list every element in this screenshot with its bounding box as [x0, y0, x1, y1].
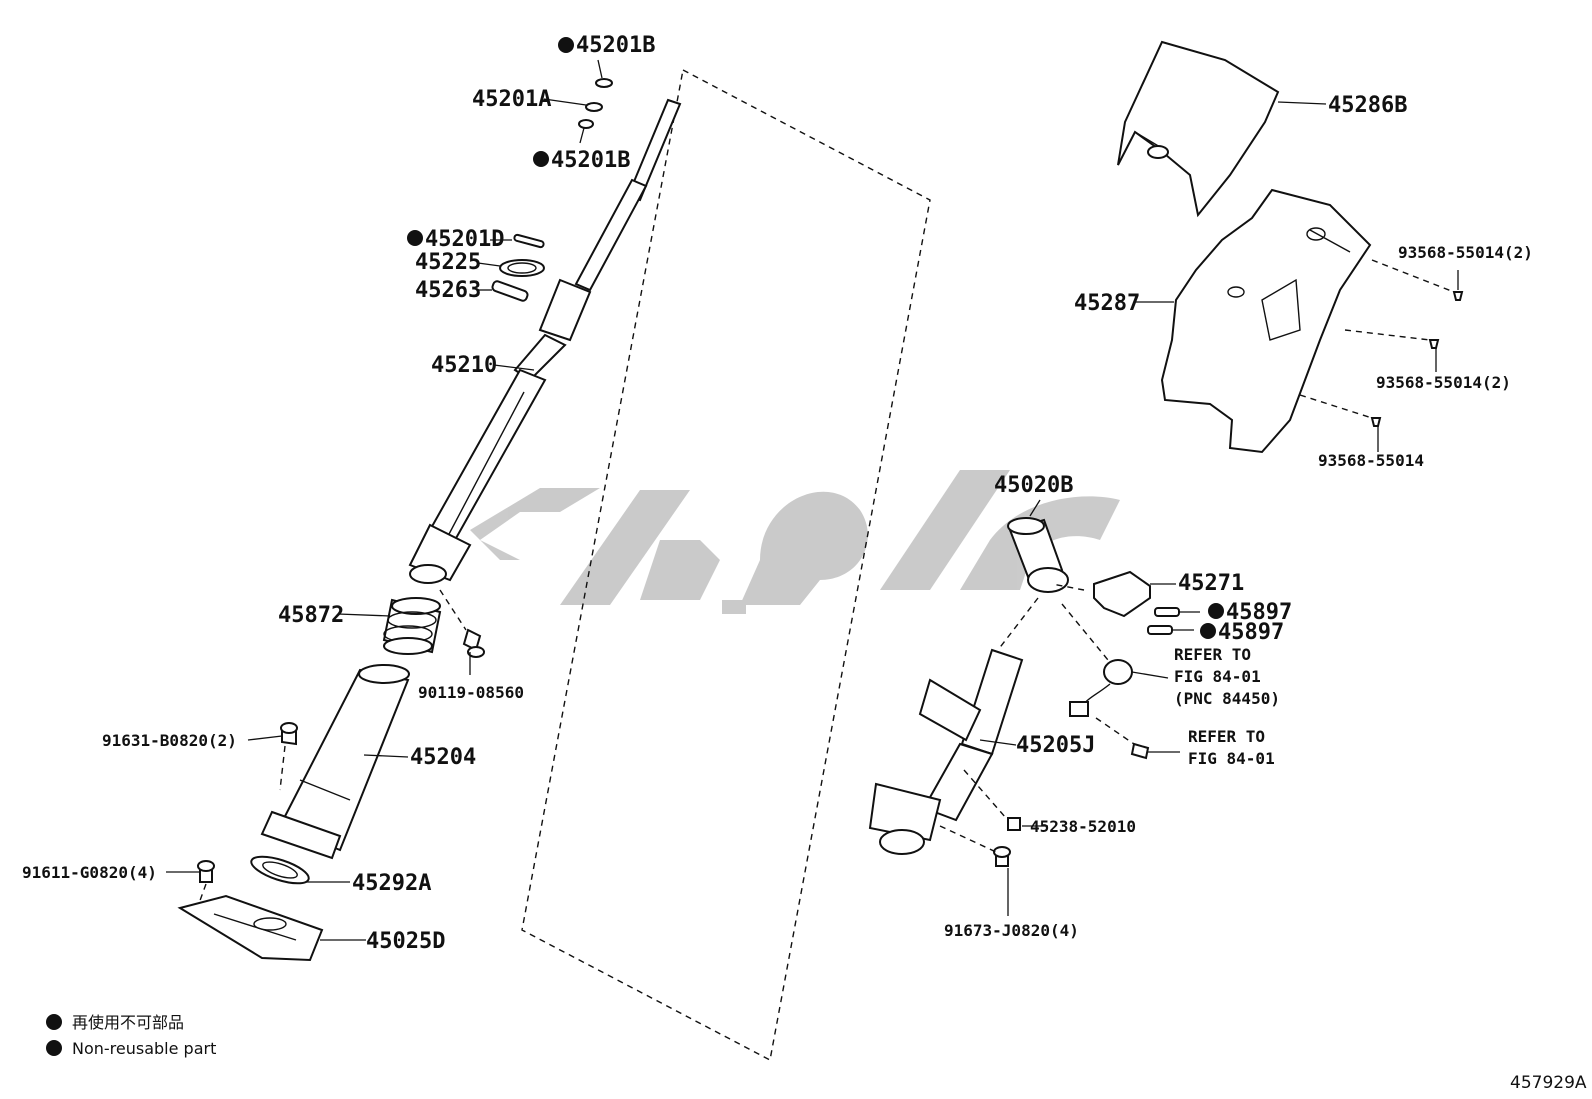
- non-reusable-dot: [1208, 603, 1224, 619]
- label-refer2-line1: REFER TO: [1188, 727, 1265, 746]
- label-45263: 45263: [415, 278, 481, 303]
- label-45201a: 45201A: [472, 87, 551, 112]
- gasket-45292a: [250, 855, 310, 885]
- label-45238-52010: 45238-52010: [1030, 817, 1136, 836]
- bolt-91611: [197, 860, 215, 883]
- label-91673-j0820: 91673-J0820(4): [944, 921, 1079, 940]
- bolt-90119: [462, 628, 485, 658]
- label-45201b-bottom: 45201B: [551, 148, 630, 173]
- non-reusable-dot: [533, 151, 549, 167]
- label-45872: 45872: [278, 603, 344, 628]
- bolt-91673: [993, 846, 1011, 867]
- label-45210: 45210: [431, 353, 497, 378]
- label-45897-b: 45897: [1218, 620, 1284, 645]
- screw-93568-b: [1428, 339, 1440, 349]
- label-45201b-top: 45201B: [576, 33, 655, 58]
- bolt-91631: [280, 722, 298, 746]
- label-45020b: 45020B: [994, 473, 1073, 498]
- label-45225: 45225: [415, 250, 481, 275]
- legend-japanese: 再使用不可部品: [72, 1013, 184, 1032]
- washer-45201b-bottom: [578, 119, 594, 129]
- label-45201d: 45201D: [425, 227, 504, 252]
- leader-lines: [166, 59, 1459, 941]
- washer-45201a: [585, 102, 603, 112]
- label-45204: 45204: [410, 745, 476, 770]
- non-reusable-dot: [407, 230, 423, 246]
- legend-dot: [46, 1014, 62, 1030]
- plate-45025d: [177, 894, 324, 962]
- lock-housing-45020b: [1007, 517, 1069, 593]
- label-45205j: 45205J: [1016, 733, 1095, 758]
- bolt-45238: [1007, 817, 1021, 831]
- legend-english: Non-reusable part: [72, 1039, 216, 1058]
- lower-cover-45287: [1160, 188, 1372, 454]
- assembly-dashed-frame: [521, 68, 931, 1062]
- label-93568-55014-a: 93568-55014(2): [1398, 243, 1533, 262]
- non-reusable-dot: [558, 37, 574, 53]
- non-reusable-dot: [1200, 623, 1216, 639]
- cover-tube-45204: [260, 664, 410, 860]
- label-45271: 45271: [1178, 571, 1244, 596]
- label-45897-a: 45897: [1226, 600, 1292, 625]
- boot-45872: [382, 597, 442, 655]
- legend-dot: [46, 1040, 62, 1056]
- screw-refer: [1130, 742, 1150, 760]
- bolt-45897-a: [1154, 607, 1180, 617]
- figure-number: 457929A: [1510, 1073, 1587, 1093]
- label-refer1-line2: FIG 84-01: [1174, 667, 1261, 686]
- label-93568-55014-c: 93568-55014: [1318, 451, 1424, 470]
- label-refer2-line2: FIG 84-01: [1188, 749, 1275, 768]
- seal-45263: [491, 280, 529, 302]
- label-91611-g0820: 91611-G0820(4): [22, 863, 157, 882]
- switch-connector: [1069, 659, 1133, 717]
- label-93568-55014-b: 93568-55014(2): [1376, 373, 1511, 392]
- screw-93568-a: [1452, 291, 1464, 301]
- shaft-45210: [408, 98, 682, 584]
- label-90119-08560: 90119-08560: [418, 683, 524, 702]
- bolt-45897-b: [1147, 625, 1173, 635]
- upper-cover-45286b: [1117, 40, 1280, 218]
- legend: 再使用不可部品 Non-reusable part: [46, 1013, 216, 1058]
- label-45292a: 45292A: [352, 871, 431, 896]
- label-45025d: 45025D: [366, 929, 445, 954]
- screw-93568-c: [1370, 417, 1382, 427]
- label-45287: 45287: [1074, 291, 1140, 316]
- label-refer1-line3: (PNC 84450): [1174, 689, 1280, 708]
- label-45286b: 45286B: [1328, 93, 1407, 118]
- washer-45201b-top: [595, 78, 613, 88]
- column-tube-45205j: [868, 648, 1024, 855]
- bearing-45225: [499, 259, 545, 277]
- ring-45201d: [513, 233, 545, 249]
- label-refer1-line1: REFER TO: [1174, 645, 1251, 664]
- non-reusable-markers: [407, 37, 1224, 639]
- bracket-45271: [1093, 570, 1151, 618]
- watermark-logo: [470, 470, 1120, 614]
- label-91631-b0820: 91631-B0820(2): [102, 731, 237, 750]
